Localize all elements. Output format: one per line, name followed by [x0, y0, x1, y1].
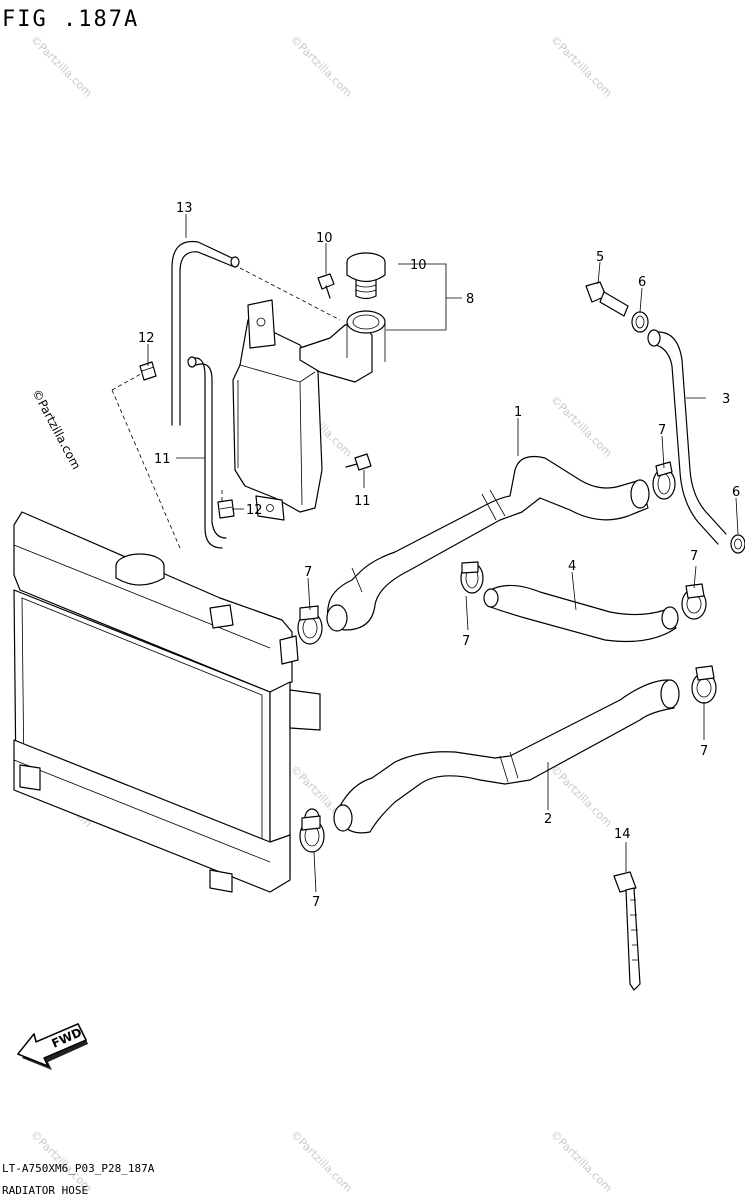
callout-7: 7: [700, 744, 708, 759]
hose-end: [660, 679, 680, 709]
callout-7: 7: [462, 634, 470, 649]
callout-7: 7: [658, 423, 666, 438]
watermark-text: ©Partzilla.com: [288, 33, 355, 100]
assembly-line: [239, 267, 341, 321]
hose-clamp-7: [691, 665, 717, 704]
bolt-10-lower: [345, 453, 372, 471]
callout-8: 8: [466, 292, 474, 307]
watermark-text: ©Partzilla.com: [288, 1128, 355, 1195]
watermark-text: ©Partzilla.com: [548, 393, 615, 460]
watermark-text: ©Partzilla.com: [28, 33, 95, 100]
radiator: [13, 511, 321, 893]
watermark-text: ©Partzilla.com: [548, 33, 615, 100]
fwd-arrow-icon: FWD: [17, 1023, 88, 1070]
hose-end: [187, 356, 197, 368]
hose-end: [647, 329, 661, 347]
callout-10-lower: 11: [354, 494, 371, 509]
reservoir-tank: [232, 299, 386, 521]
radiator-hose-2: [339, 679, 675, 834]
hose-clamp-7: [652, 461, 676, 500]
reservoir-hose-11: [187, 357, 227, 549]
bypass-hose-3: [649, 331, 727, 545]
reservoir-cap: [346, 252, 386, 300]
callout-7: 7: [304, 565, 312, 580]
callout-6-lower: 6: [732, 485, 740, 500]
clamp-6-lower: [730, 534, 745, 554]
clamp-6-upper: [631, 311, 649, 333]
figure-title: FIG .187A: [2, 7, 139, 32]
callout-11: 11: [154, 452, 171, 467]
hose-clamp-7: [460, 561, 484, 594]
bolt-10-upper: [317, 273, 335, 299]
watermark-text: ©Partzilla.com: [548, 763, 615, 830]
callout-10-upper: 10: [316, 231, 333, 246]
radiator-hose-1: [327, 455, 649, 631]
callout-13: 13: [176, 201, 193, 216]
hose-end: [630, 479, 650, 509]
callout-4: 4: [568, 559, 576, 574]
hose-clamp-7: [681, 583, 707, 620]
hose-end: [333, 804, 353, 832]
callout-12-lower: 12: [246, 503, 263, 518]
callout-2: 2: [544, 812, 552, 827]
callout-6-upper: 6: [638, 275, 646, 290]
callout-1: 1: [514, 405, 522, 420]
cable-tie-14: [613, 871, 641, 991]
hose-clamp-7: [299, 815, 325, 853]
callouts: 13 10 10 8 12 11 12 11 5 6 3 1 7 6 7 4 7…: [138, 201, 740, 910]
callout-5: 5: [596, 250, 604, 265]
union-fitting-5: [585, 281, 629, 317]
callout-14: 14: [614, 827, 631, 842]
model-code: LT-A750XM6_P03_P28_187A: [2, 1162, 155, 1175]
hose-end: [326, 604, 348, 632]
assembly-line: [111, 389, 181, 549]
hose-end: [483, 588, 499, 608]
clip-12-lower: [217, 499, 235, 519]
leader-lines: [147, 214, 739, 893]
callout-3: 3: [722, 392, 730, 407]
watermark-text: ©Partzilla.com: [548, 1128, 615, 1195]
overflow-hose-13: [171, 240, 233, 426]
hose-end: [661, 606, 679, 630]
hose-clamp-7: [297, 605, 323, 645]
callout-9: 10: [410, 258, 427, 273]
figure-caption: RADIATOR HOSE: [2, 1184, 88, 1197]
hose-end: [230, 256, 240, 268]
side-watermark: ©Partzilla.com: [29, 387, 83, 472]
callout-12-upper: 12: [138, 331, 155, 346]
callout-7: 7: [312, 895, 320, 910]
callout-7: 7: [690, 549, 698, 564]
water-hose-4: [487, 584, 677, 643]
